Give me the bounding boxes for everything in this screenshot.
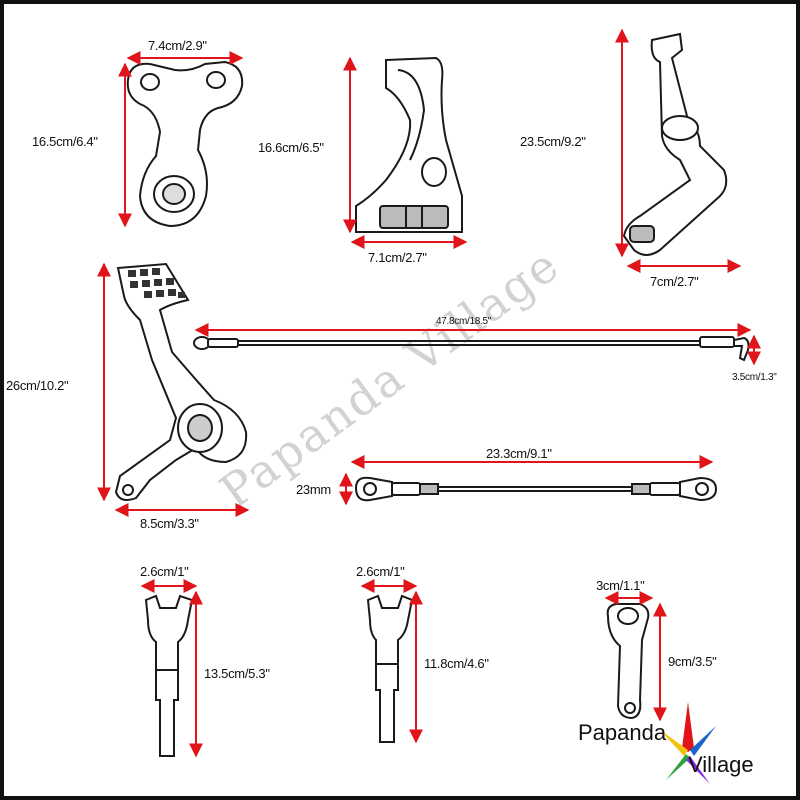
shift-lever-part	[622, 32, 728, 256]
brake-pedal-part	[114, 262, 248, 501]
peg-a-dimensions	[140, 579, 203, 758]
bracket-width-label: 7.1cm/2.7"	[368, 250, 427, 265]
shift-rod-length-label: 23.3cm/9.1"	[486, 446, 552, 461]
footpeg-mount-dimensions	[118, 51, 244, 228]
arm-height-label: 9cm/3.5"	[668, 654, 717, 669]
bracket-dimensions	[343, 56, 468, 249]
shift-rod-height-label: 23mm	[296, 482, 331, 497]
footpeg-mount-height-label: 16.5cm/6.4"	[32, 134, 98, 149]
footpeg-mount-width-label: 7.4cm/2.9"	[148, 38, 207, 53]
peg-b-width-label: 2.6cm/1"	[356, 564, 405, 579]
peg-b-part	[366, 594, 414, 743]
small-arm-dimensions	[604, 591, 667, 722]
shift-rod-part	[354, 476, 718, 502]
star-burst-icon	[660, 702, 716, 784]
shift-rod-dimensions	[339, 455, 714, 506]
bracket-part	[355, 56, 463, 233]
shift-lever-height-label: 23.5cm/9.2"	[520, 134, 586, 149]
long-rod-length-label: 47.8cm/18.5"	[436, 316, 491, 327]
footpeg-mount-part	[126, 60, 244, 228]
peg-b-height-label: 11.8cm/4.6"	[424, 656, 489, 671]
long-rod-part	[193, 336, 750, 362]
arm-width-label: 3cm/1.1"	[596, 578, 645, 593]
small-arm-part	[606, 603, 650, 720]
logo-word-village: Village	[688, 752, 754, 777]
bracket-height-label: 16.6cm/6.5"	[258, 140, 324, 155]
peg-a-part	[144, 594, 194, 757]
brand-logo: Papanda Village	[578, 700, 783, 795]
peg-b-dimensions	[360, 579, 423, 744]
brake-pedal-dimensions	[97, 262, 250, 517]
shift-lever-width-label: 7cm/2.7"	[650, 274, 699, 289]
brake-pedal-width-label: 8.5cm/3.3"	[140, 516, 199, 531]
peg-a-width-label: 2.6cm/1"	[140, 564, 189, 579]
shift-lever-dimensions	[615, 28, 742, 273]
long-rod-dimensions	[194, 323, 761, 366]
brake-pedal-height-label: 26cm/10.2"	[6, 378, 69, 393]
peg-a-height-label: 13.5cm/5.3"	[204, 666, 270, 681]
long-rod-drop-label: 3.5cm/1.3"	[732, 372, 777, 383]
logo-word-papanda: Papanda	[578, 720, 667, 745]
